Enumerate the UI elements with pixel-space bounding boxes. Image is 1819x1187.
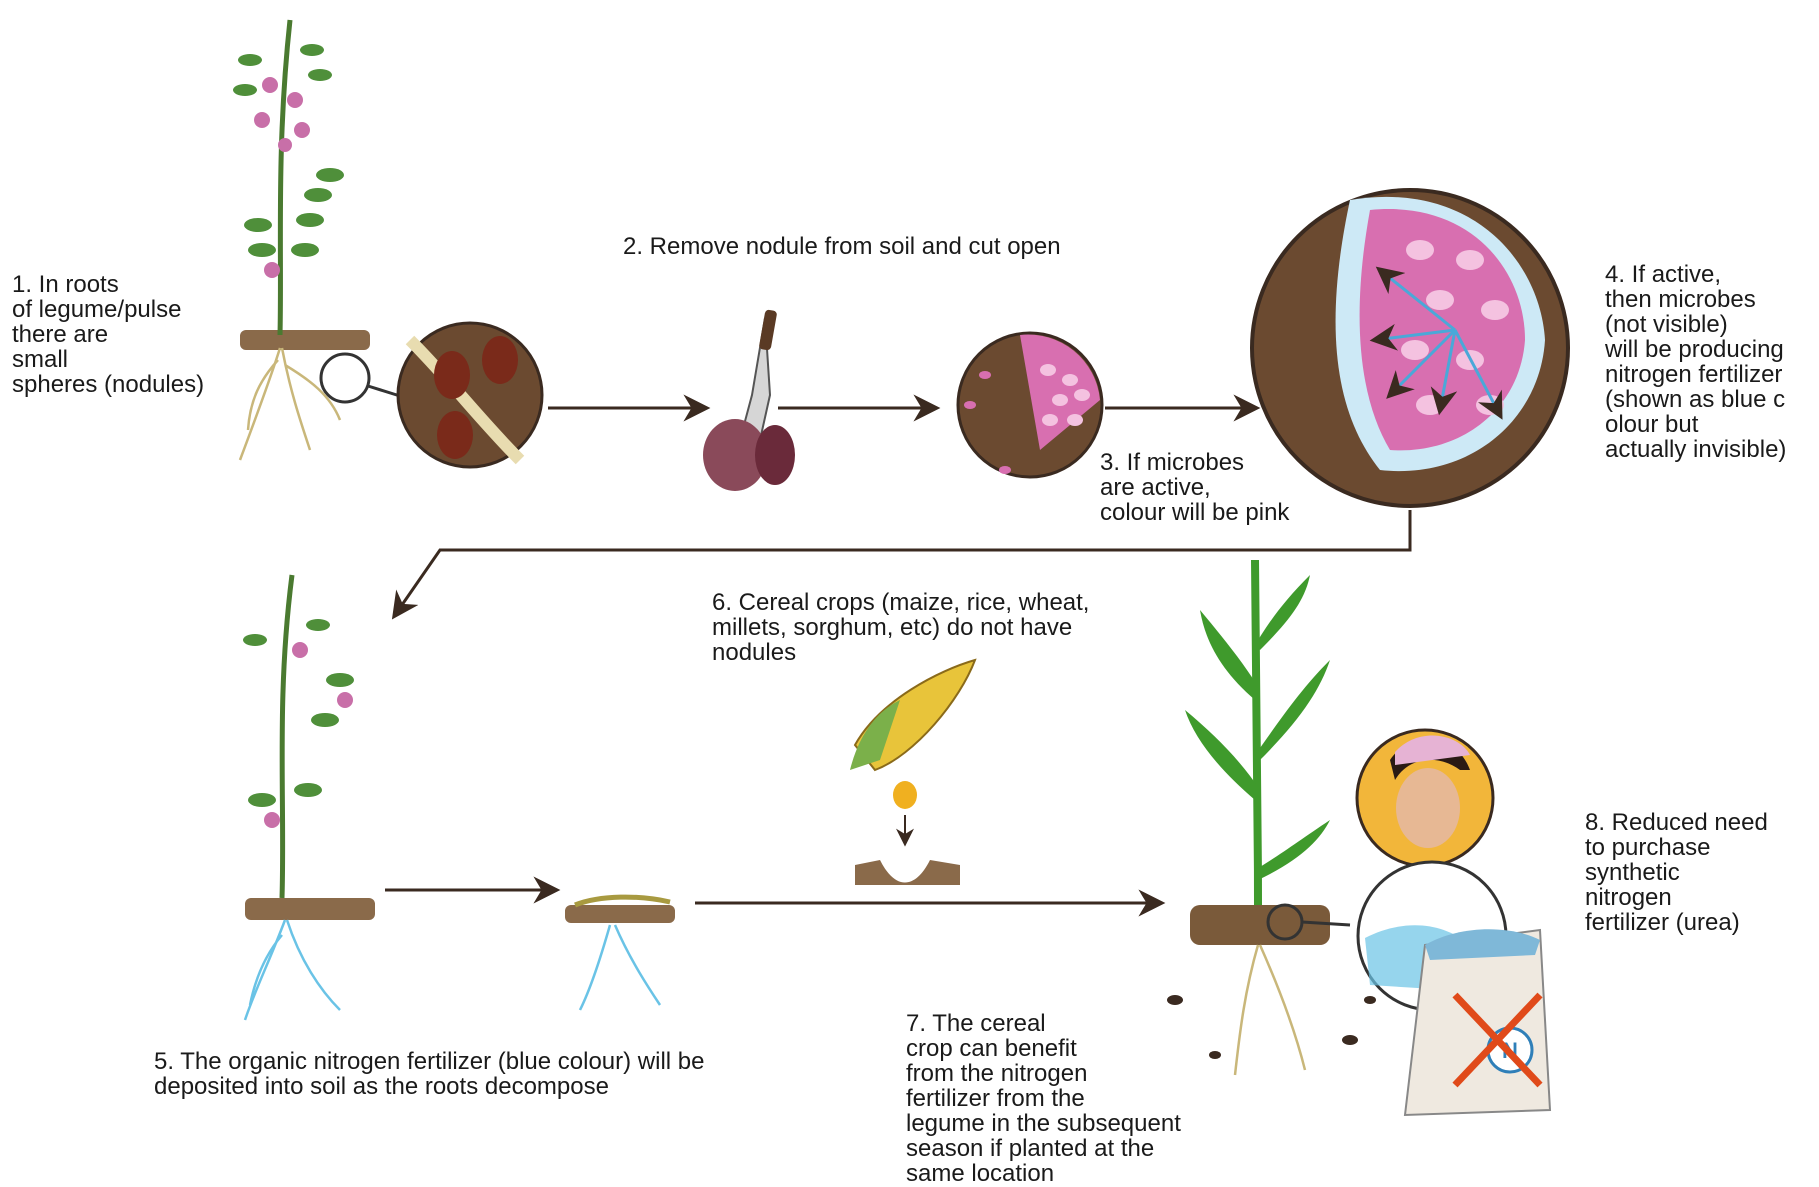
legume-stem: [280, 20, 290, 335]
decomposed-legume-residue: [565, 897, 675, 1010]
soil-clumps: [1167, 995, 1376, 1059]
cut-nodule-pink: [958, 333, 1102, 477]
step-1-label: 1. In roots of legume/pulse there are sm…: [12, 272, 204, 397]
step-5-label: 5. The organic nitrogen fertilizer (blue…: [154, 1049, 705, 1099]
planting-hole: [855, 860, 960, 885]
soil-surface: [240, 330, 370, 350]
maize-seed: [893, 781, 917, 809]
step-4-label: 4. If active, then microbes (not visible…: [1605, 262, 1786, 462]
maize-plant: [1185, 560, 1350, 1075]
step-2-label: 2. Remove nodule from soil and cut open: [623, 234, 1061, 259]
legume-plant-with-nodules: [233, 20, 400, 1185]
maize-cob: [850, 660, 975, 770]
knife-cutting-nodule: [703, 309, 795, 491]
farmer-portrait: [1357, 730, 1493, 866]
step-8-label: 8. Reduced need to purchase synthetic ni…: [1585, 810, 1768, 935]
active-nodule-zoom: [1252, 190, 1568, 506]
legume-plant-decomposing-roots: [243, 575, 375, 1020]
step-7-label: 7. The cereal crop can benefit from the …: [906, 1011, 1181, 1186]
step-3-label: 3. If microbes are active, colour will b…: [1100, 450, 1289, 525]
urea-fertilizer-bag: N: [1358, 862, 1550, 1115]
nodule-closeup: [398, 323, 542, 467]
root-zoom-circle: [321, 354, 369, 402]
step-6-label: 6. Cereal crops (maize, rice, wheat, mil…: [712, 590, 1089, 665]
